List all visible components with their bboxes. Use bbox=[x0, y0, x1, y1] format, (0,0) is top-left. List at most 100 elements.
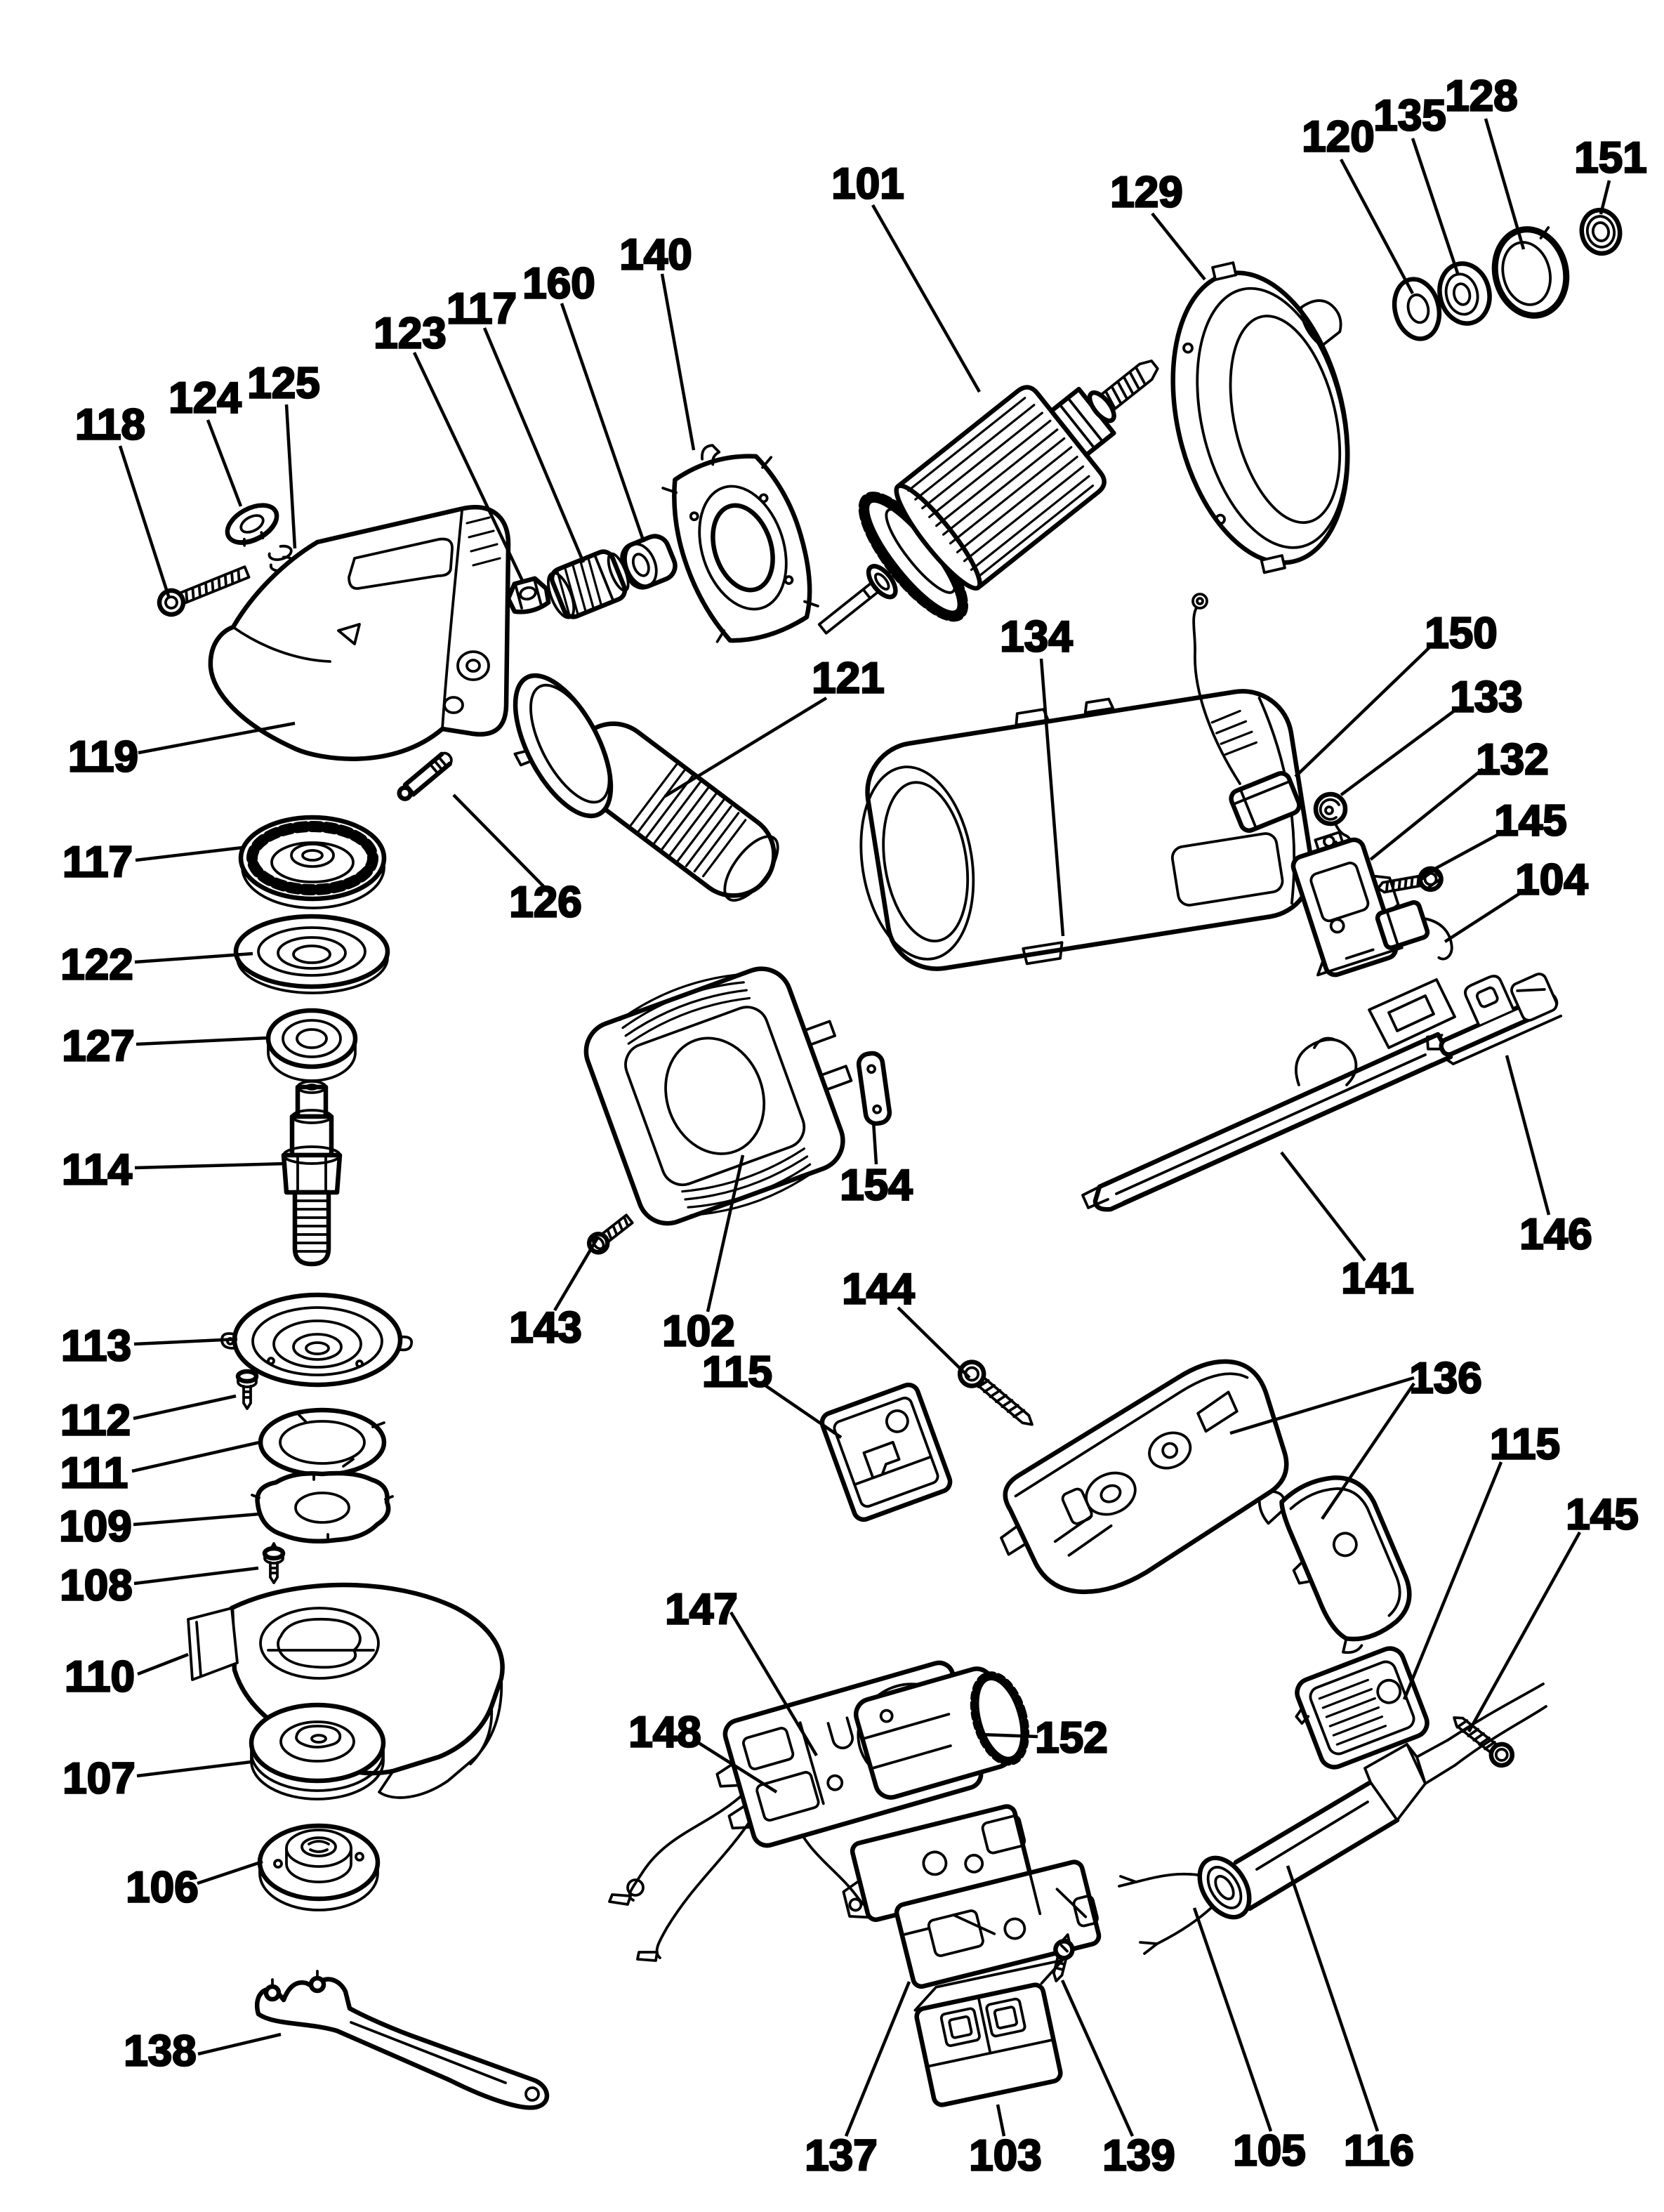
part-number-147: 147 bbox=[665, 1586, 737, 1634]
part-number-105: 105 bbox=[1233, 2127, 1305, 2175]
part-number-126: 126 bbox=[509, 878, 581, 927]
leader-line-137 bbox=[844, 1981, 911, 2137]
part-number-121: 121 bbox=[812, 654, 884, 703]
leader-line-106 bbox=[197, 1859, 263, 1885]
part-number-145: 145 bbox=[1494, 797, 1566, 845]
leader-line-105 bbox=[1192, 1907, 1273, 2132]
part-screw-144 bbox=[957, 1360, 1034, 1426]
leader-line-134 bbox=[1039, 658, 1065, 937]
callout-132: 132 bbox=[1369, 735, 1550, 861]
part-number-108: 108 bbox=[60, 1562, 132, 1610]
part-number-128: 128 bbox=[1445, 72, 1517, 121]
part-number-148: 148 bbox=[628, 1709, 701, 1757]
leader-line-103 bbox=[996, 2104, 1006, 2137]
part-field-coil-102 bbox=[583, 966, 853, 1226]
part-number-138: 138 bbox=[124, 2027, 196, 2076]
leader-line-124 bbox=[206, 419, 243, 507]
part-number-132: 132 bbox=[1476, 736, 1548, 784]
callout-105: 105 bbox=[1192, 1907, 1307, 2176]
part-number-125: 125 bbox=[247, 360, 319, 408]
leader-line-128 bbox=[1484, 118, 1526, 250]
callout-101: 101 bbox=[831, 159, 981, 393]
leader-line-143 bbox=[553, 1237, 599, 1312]
callout-139: 139 bbox=[1060, 1980, 1176, 2181]
part-number-120: 120 bbox=[1302, 113, 1374, 162]
part-number-109: 109 bbox=[59, 1503, 131, 1551]
callout-110: 110 bbox=[64, 1652, 189, 1702]
part-vent-cover-115-right bbox=[1295, 1646, 1429, 1770]
callout-117: 117 bbox=[62, 837, 243, 888]
part-number-106: 106 bbox=[126, 1864, 198, 1912]
part-number-135: 135 bbox=[1373, 92, 1446, 140]
part-cord-116 bbox=[1446, 1683, 1547, 1767]
part-speed-control-152 bbox=[853, 1666, 1030, 1800]
part-bearing-cover-129 bbox=[1170, 261, 1350, 574]
leader-line-135 bbox=[1411, 138, 1460, 276]
callout-147: 147 bbox=[664, 1584, 818, 1757]
callout-106: 106 bbox=[125, 1859, 263, 1913]
part-number-136: 136 bbox=[1409, 1355, 1481, 1403]
callout-103: 103 bbox=[968, 2104, 1043, 2181]
leader-line-151 bbox=[1599, 180, 1611, 215]
leader-line-160 bbox=[560, 303, 646, 543]
leader-line-127 bbox=[136, 1036, 270, 1046]
leader-line-150 bbox=[1294, 645, 1432, 778]
part-retaining-ring-128 bbox=[1491, 226, 1570, 319]
part-gear-housing-119 bbox=[208, 505, 511, 761]
part-backing-flange-107 bbox=[249, 1702, 386, 1800]
part-brush-holder-132 bbox=[1290, 831, 1404, 977]
leader-line-111 bbox=[131, 1440, 263, 1473]
part-number-141: 141 bbox=[1341, 1255, 1413, 1303]
callout-127: 127 bbox=[61, 1021, 270, 1072]
leader-line-118 bbox=[118, 445, 171, 599]
part-number-112: 112 bbox=[60, 1397, 131, 1445]
leader-line-115 bbox=[764, 1384, 843, 1439]
leader-line-114 bbox=[134, 1161, 287, 1170]
leader-line-133 bbox=[1340, 706, 1460, 796]
part-clamp-nut-106 bbox=[257, 1823, 381, 1911]
part-number-134: 134 bbox=[1000, 613, 1073, 661]
leader-line-136 bbox=[1229, 1376, 1415, 1435]
callout-123: 123 bbox=[373, 308, 525, 583]
part-number-113: 113 bbox=[61, 1322, 131, 1371]
callout-112: 112 bbox=[60, 1394, 237, 1446]
leader-line-122 bbox=[134, 952, 253, 964]
callout-102: 102 bbox=[661, 1154, 745, 1357]
part-number-146: 146 bbox=[1519, 1211, 1592, 1259]
part-number-140: 140 bbox=[619, 231, 692, 279]
part-screw-118 bbox=[157, 565, 251, 617]
part-baffle-plate-140 bbox=[661, 444, 819, 643]
leader-line-109 bbox=[133, 1512, 260, 1527]
part-washer-120 bbox=[1392, 277, 1442, 341]
callout-115: 115 bbox=[701, 1347, 843, 1439]
callout-141: 141 bbox=[1280, 1151, 1415, 1304]
leader-line-117 bbox=[482, 327, 586, 563]
part-screw-112 bbox=[235, 1369, 259, 1410]
part-armature-101 bbox=[817, 360, 1159, 635]
callout-104: 104 bbox=[1444, 855, 1590, 943]
part-brush-104 bbox=[1375, 869, 1453, 961]
leader-line-116 bbox=[1286, 1865, 1380, 2132]
leader-line-101 bbox=[871, 204, 981, 393]
callout-108: 108 bbox=[59, 1560, 259, 1611]
callout-115: 115 bbox=[1402, 1419, 1561, 1700]
part-number-117: 117 bbox=[447, 285, 517, 334]
callout-146: 146 bbox=[1505, 1055, 1593, 1260]
callout-114: 114 bbox=[61, 1145, 287, 1195]
part-number-110: 110 bbox=[65, 1653, 135, 1701]
callout-128: 128 bbox=[1444, 71, 1526, 250]
callout-111: 111 bbox=[59, 1440, 263, 1499]
callout-137: 137 bbox=[804, 1981, 911, 2181]
part-handle-housing-136-cover bbox=[1279, 1475, 1412, 1654]
callout-124: 124 bbox=[168, 373, 243, 507]
part-number-111: 111 bbox=[60, 1449, 128, 1498]
part-terminal-block-103 bbox=[913, 1958, 1064, 2107]
part-clamp-plate-109 bbox=[251, 1470, 394, 1544]
leader-line-108 bbox=[133, 1566, 259, 1586]
part-number-133: 133 bbox=[1450, 673, 1522, 722]
part-bearing-135 bbox=[1437, 261, 1492, 326]
part-number-115: 115 bbox=[702, 1348, 772, 1397]
part-nut-123 bbox=[506, 576, 551, 614]
leader-line-119 bbox=[138, 721, 296, 755]
callout-109: 109 bbox=[58, 1501, 260, 1552]
